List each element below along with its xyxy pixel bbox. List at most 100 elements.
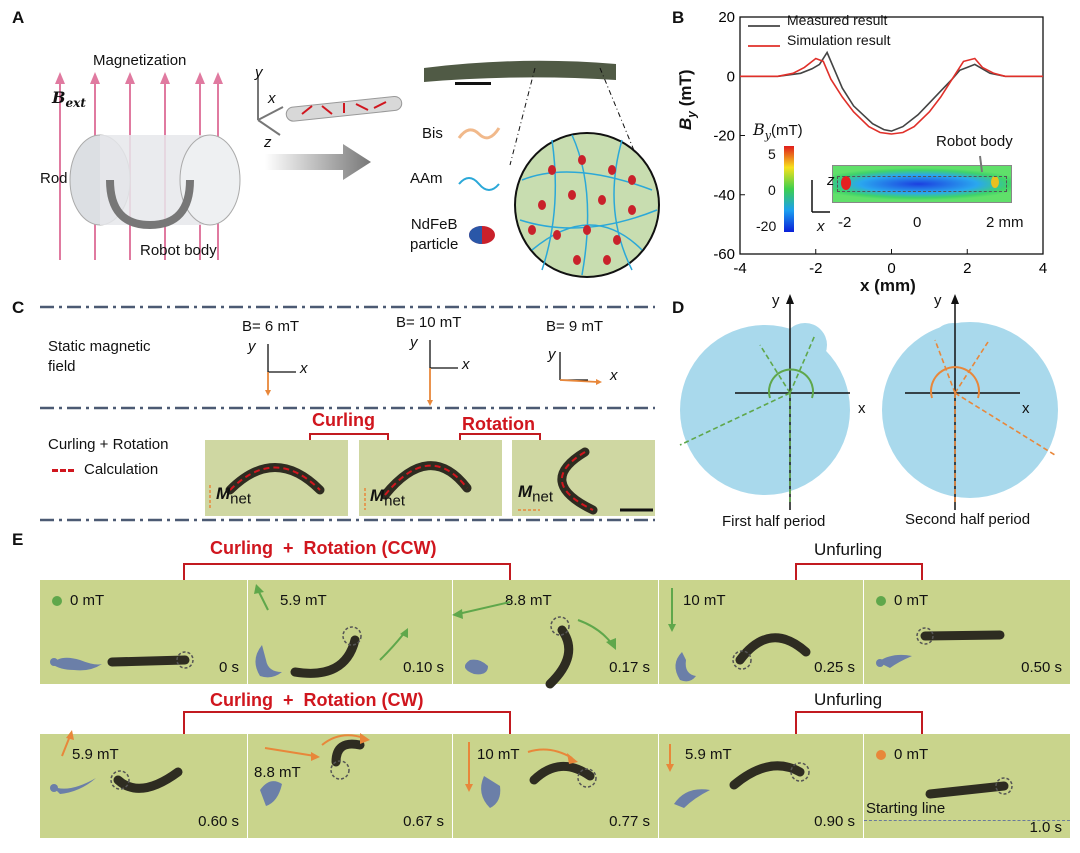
mnet-label: Mnet	[370, 486, 406, 510]
panel-label-e: E	[12, 530, 24, 549]
dot-icon	[52, 596, 62, 607]
field-readout: 5.9 mT	[72, 746, 119, 763]
inset-axis-x: x	[817, 218, 825, 235]
field-readout: 8.8 mT	[254, 764, 301, 781]
curl-photo-1	[205, 440, 348, 516]
time-readout: 1.0 s	[1029, 819, 1062, 836]
y-tick-label: 0	[727, 68, 735, 85]
field-readout: 5.9 mT	[685, 746, 732, 763]
y-tick-label: -20	[713, 128, 735, 145]
starting-line	[864, 820, 1070, 821]
calculation-label: Calculation	[84, 461, 159, 478]
colorbar-tick: 0	[768, 182, 776, 198]
robot-body-label: Robot body	[140, 242, 217, 259]
bis-icon	[457, 127, 501, 140]
particles	[528, 155, 636, 265]
inset-xtick: -2	[838, 214, 852, 231]
dot-icon	[876, 750, 886, 761]
d-axis-y: y	[772, 292, 780, 309]
time-readout: 0.10 s	[403, 659, 444, 676]
d-axis-y: y	[934, 292, 942, 309]
panel-label-a: A	[12, 8, 25, 27]
inset-xtick: 0	[913, 214, 922, 231]
aam-icon	[458, 177, 500, 191]
frame-r1-4: 10 mT 0.25 s	[659, 580, 864, 684]
row1-unfurling: Unfurling	[814, 540, 883, 559]
scale-bar	[455, 82, 491, 85]
axis-z-label: z	[264, 134, 272, 151]
bext-label: Bext	[52, 88, 86, 111]
ndfeb-particle-icon	[469, 226, 495, 244]
rotation-title: Rotation	[462, 414, 535, 434]
inset-colorbar	[784, 146, 794, 232]
panel-label-c: C	[12, 298, 25, 317]
panel-c-dividers	[40, 305, 655, 522]
frame-r1-2: 5.9 mT 0.10 s	[248, 580, 453, 684]
time-readout: 0.60 s	[198, 813, 239, 830]
dot-icon	[876, 596, 886, 607]
series-line-measured	[740, 50, 1043, 132]
legend-aam: AAm	[410, 170, 443, 187]
frame-r2-1: 5.9 mT 0.60 s	[40, 734, 248, 838]
magnetization-setup-diagram	[55, 72, 241, 260]
axis-y-label: y	[255, 64, 263, 81]
c-axis-y: y	[548, 346, 556, 363]
y-tick-label: -60	[713, 246, 735, 263]
curling-title: Curling	[312, 410, 375, 430]
field-6mt: B= 6 mT	[242, 318, 300, 335]
legend-simulation: Simulation result	[787, 32, 891, 48]
x-tick-label: -2	[809, 260, 822, 277]
x-tick-label: 2	[963, 260, 971, 277]
chart-ylabel: By (mT)	[676, 69, 699, 130]
field-10mt: B= 10 mT	[396, 314, 462, 331]
y-tick-label: 20	[718, 9, 735, 26]
rotation-vector-diagram	[679, 294, 1058, 510]
first-half-period: First half period	[722, 513, 826, 530]
legend-measured: Measured result	[787, 12, 888, 28]
inset-axis-z: z	[827, 172, 835, 189]
x-tick-label: 4	[1039, 260, 1047, 277]
frame-r2-4: 5.9 mT 0.90 s	[659, 734, 864, 838]
chart-xlabel: x (mm)	[860, 276, 916, 295]
field-readout: 0 mT	[876, 592, 928, 609]
starting-line-label: Starting line	[866, 800, 946, 817]
colorbar-tick: 5	[768, 146, 776, 162]
magnetized-rod-icon	[285, 95, 403, 122]
panel-label-d: D	[672, 298, 685, 317]
inset-robot-body-label: Robot body	[936, 133, 1013, 150]
field-readout: 0 mT	[876, 746, 928, 763]
series-line-simulation	[740, 57, 1043, 135]
field-readout: 10 mT	[683, 592, 726, 609]
panel-e-overlays	[50, 584, 1013, 808]
field-readout: 5.9 mT	[280, 592, 327, 609]
row2-title: Curling + Rotation (CW)	[210, 690, 424, 710]
rod-label: Rod	[40, 170, 68, 187]
inset-annotations	[811, 155, 983, 213]
c-axis-y: y	[410, 334, 418, 351]
time-readout: 0.50 s	[1021, 659, 1062, 676]
mnet-label: Mnet	[518, 482, 554, 506]
panel-c-overlays	[209, 447, 653, 515]
inset-xtick: 2 mm	[986, 214, 1024, 231]
magnetization-label: Magnetization	[93, 52, 187, 69]
x-tick-label: 0	[887, 260, 895, 277]
robot-body-photo	[424, 60, 616, 82]
axis-x-label: x	[268, 90, 276, 107]
coordinate-axes-icon	[257, 75, 284, 136]
field-readout: 8.8 mT	[505, 592, 552, 609]
row1-title: Curling + Rotation (CCW)	[210, 538, 437, 558]
colorbar-tick: -20	[756, 218, 777, 234]
d-axis-x: x	[858, 400, 866, 417]
c-axis-x: x	[462, 356, 470, 373]
c-axis-x: x	[300, 360, 308, 377]
time-readout: 0.67 s	[403, 813, 444, 830]
process-arrow-icon	[265, 144, 371, 180]
inset-title: By(mT)	[753, 120, 803, 143]
calculation-line-icon	[52, 469, 74, 472]
mnet-label: Mnet	[216, 484, 252, 508]
time-readout: 0.90 s	[814, 813, 855, 830]
frame-r2-5: 0 mT Starting line 1.0 s	[864, 734, 1071, 838]
